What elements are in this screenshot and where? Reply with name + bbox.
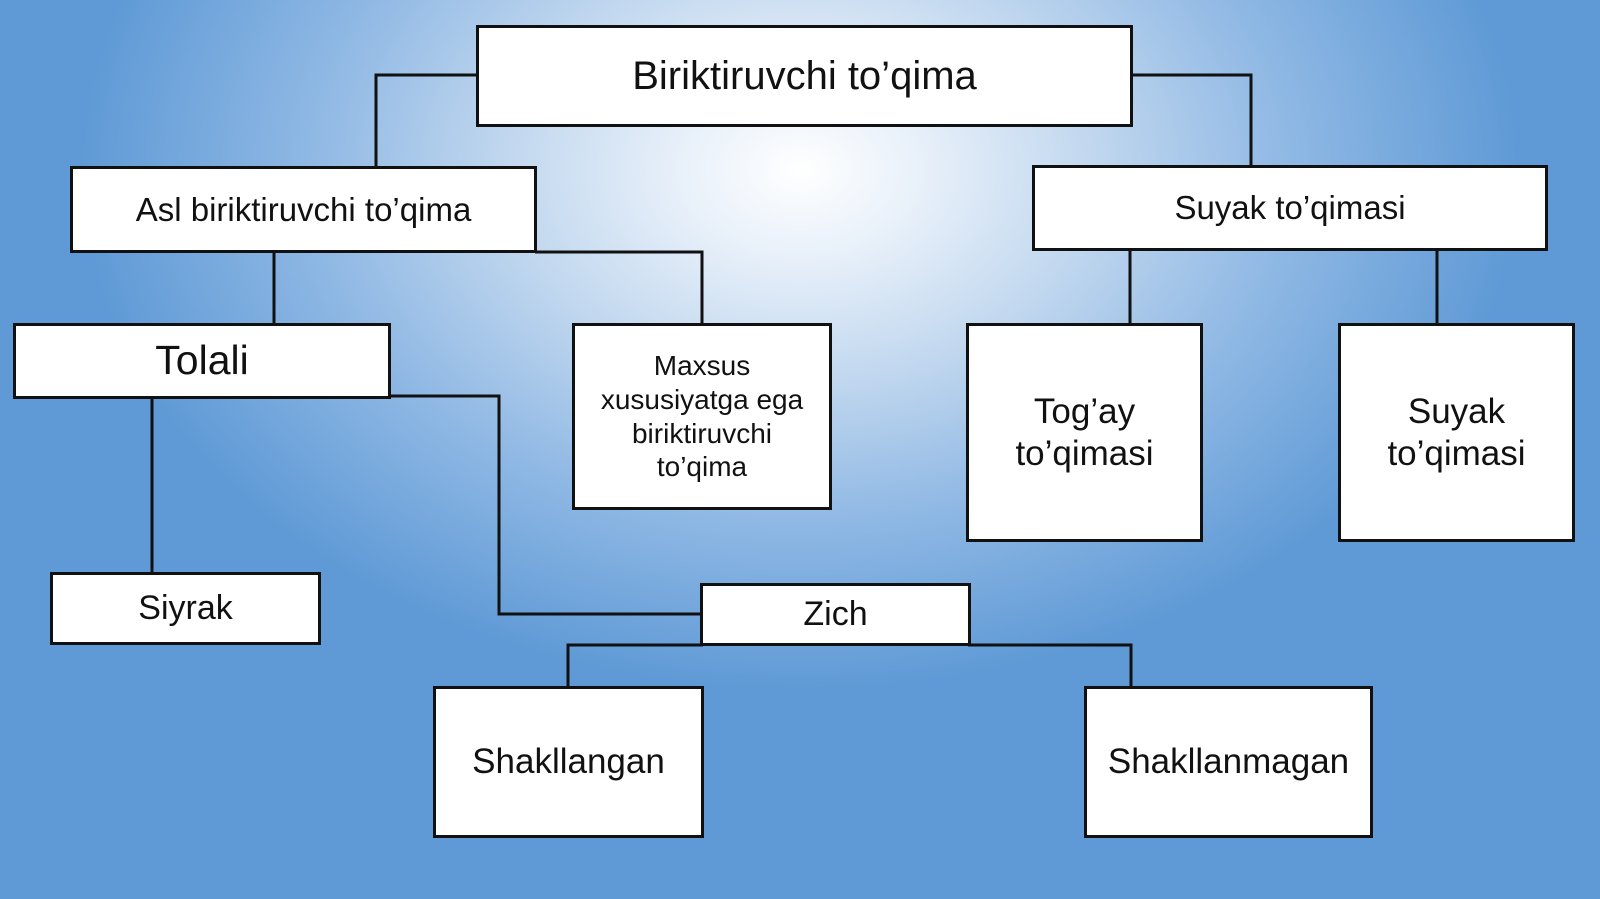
node-biriktiruvchi-toqima-label: Biriktiruvchi to’qima (632, 54, 977, 98)
node-asl-biriktiruvchi-toqima: Asl biriktiruvchi to’qima (70, 166, 537, 253)
node-shakllanmagan: Shakllanmagan (1084, 686, 1373, 838)
node-asl-biriktiruvchi-toqima-label: Asl biriktiruvchi to’qima (135, 190, 472, 228)
connector-root-suyak-group (1132, 73, 1253, 167)
node-tolali-label: Tolali (155, 337, 249, 384)
connector-asl-maxsus (535, 250, 704, 325)
node-suyak-toqimasi-label: Suyak to’qimasi (1387, 391, 1526, 473)
node-suyak-toqimasi: Suyak to’qimasi (1338, 323, 1575, 542)
node-togay-toqimasi-label: Tog’ay to’qimasi (1015, 391, 1154, 473)
connector-tolali-zich (390, 394, 703, 616)
node-shakllangan-label: Shakllangan (472, 742, 665, 781)
connector-zich-shakllanmagan (968, 643, 1133, 688)
node-suyak-toqimasi-group-label: Suyak to’qimasi (1174, 189, 1406, 227)
node-zich: Zich (700, 583, 971, 646)
node-maxsus-label: Maxsus xususiyatga ega biriktiruvchi to’… (600, 350, 804, 483)
connector-zich-shakllangan (566, 643, 703, 688)
node-togay-toqimasi: Tog’ay to’qimasi (966, 323, 1203, 542)
node-biriktiruvchi-toqima: Biriktiruvchi to’qima (476, 25, 1133, 127)
node-siyrak: Siyrak (50, 572, 321, 645)
node-zich-label: Zich (803, 595, 868, 634)
node-maxsus: Maxsus xususiyatga ega biriktiruvchi to’… (572, 323, 832, 510)
node-shakllangan: Shakllangan (433, 686, 704, 838)
node-tolali: Tolali (13, 323, 391, 399)
node-suyak-toqimasi-group: Suyak to’qimasi (1032, 165, 1548, 251)
connector-root-asl (374, 73, 478, 168)
node-shakllanmagan-label: Shakllanmagan (1107, 742, 1350, 781)
node-siyrak-label: Siyrak (138, 589, 233, 628)
